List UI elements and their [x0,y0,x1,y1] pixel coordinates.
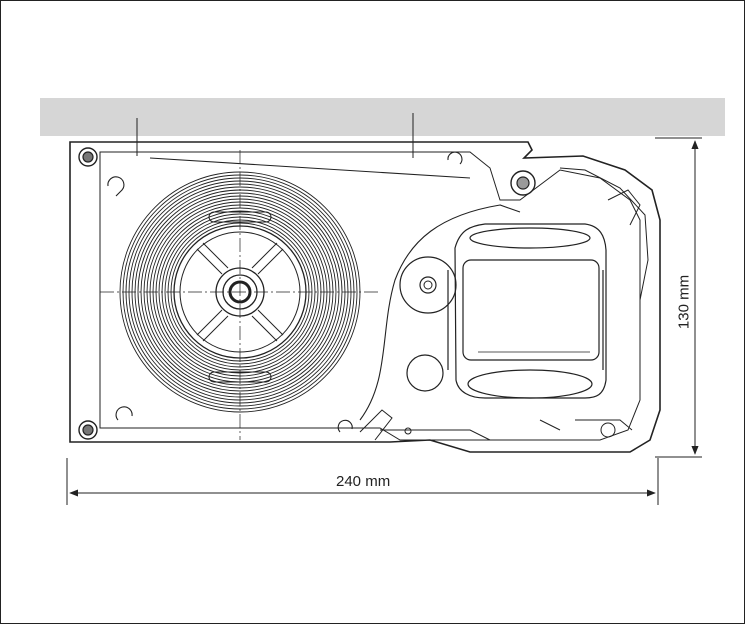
housing-outline [69,141,661,453]
height-dimension-label: 130 mm [675,274,693,330]
spool-slot-top [208,211,272,223]
width-dimension-label: 240 mm [336,473,391,490]
lower-roller [406,354,444,392]
mounting-hook-lower-mid [337,419,353,433]
mounting-hook-left [107,176,125,197]
spool-slot-bottom [208,371,272,383]
spool-spokes [196,242,284,342]
guide-pulley [399,256,457,314]
corner-screw-top-left [78,147,98,167]
mounting-hook-bottom [115,406,133,421]
centerlines [100,150,380,440]
mounting-screws [136,113,414,158]
motor-drum [447,223,607,399]
belt-path [149,157,521,421]
height-dimension [655,137,702,458]
width-dimension [66,458,659,505]
pivot-screw-right [510,170,536,196]
bottom-bracket [359,409,491,441]
mounting-hook-top [447,151,463,165]
housing-inner-outline [99,151,641,441]
corner-screw-bottom-left [78,420,98,440]
right-bracket [539,167,649,441]
ceiling-mounting-bar [40,98,725,136]
